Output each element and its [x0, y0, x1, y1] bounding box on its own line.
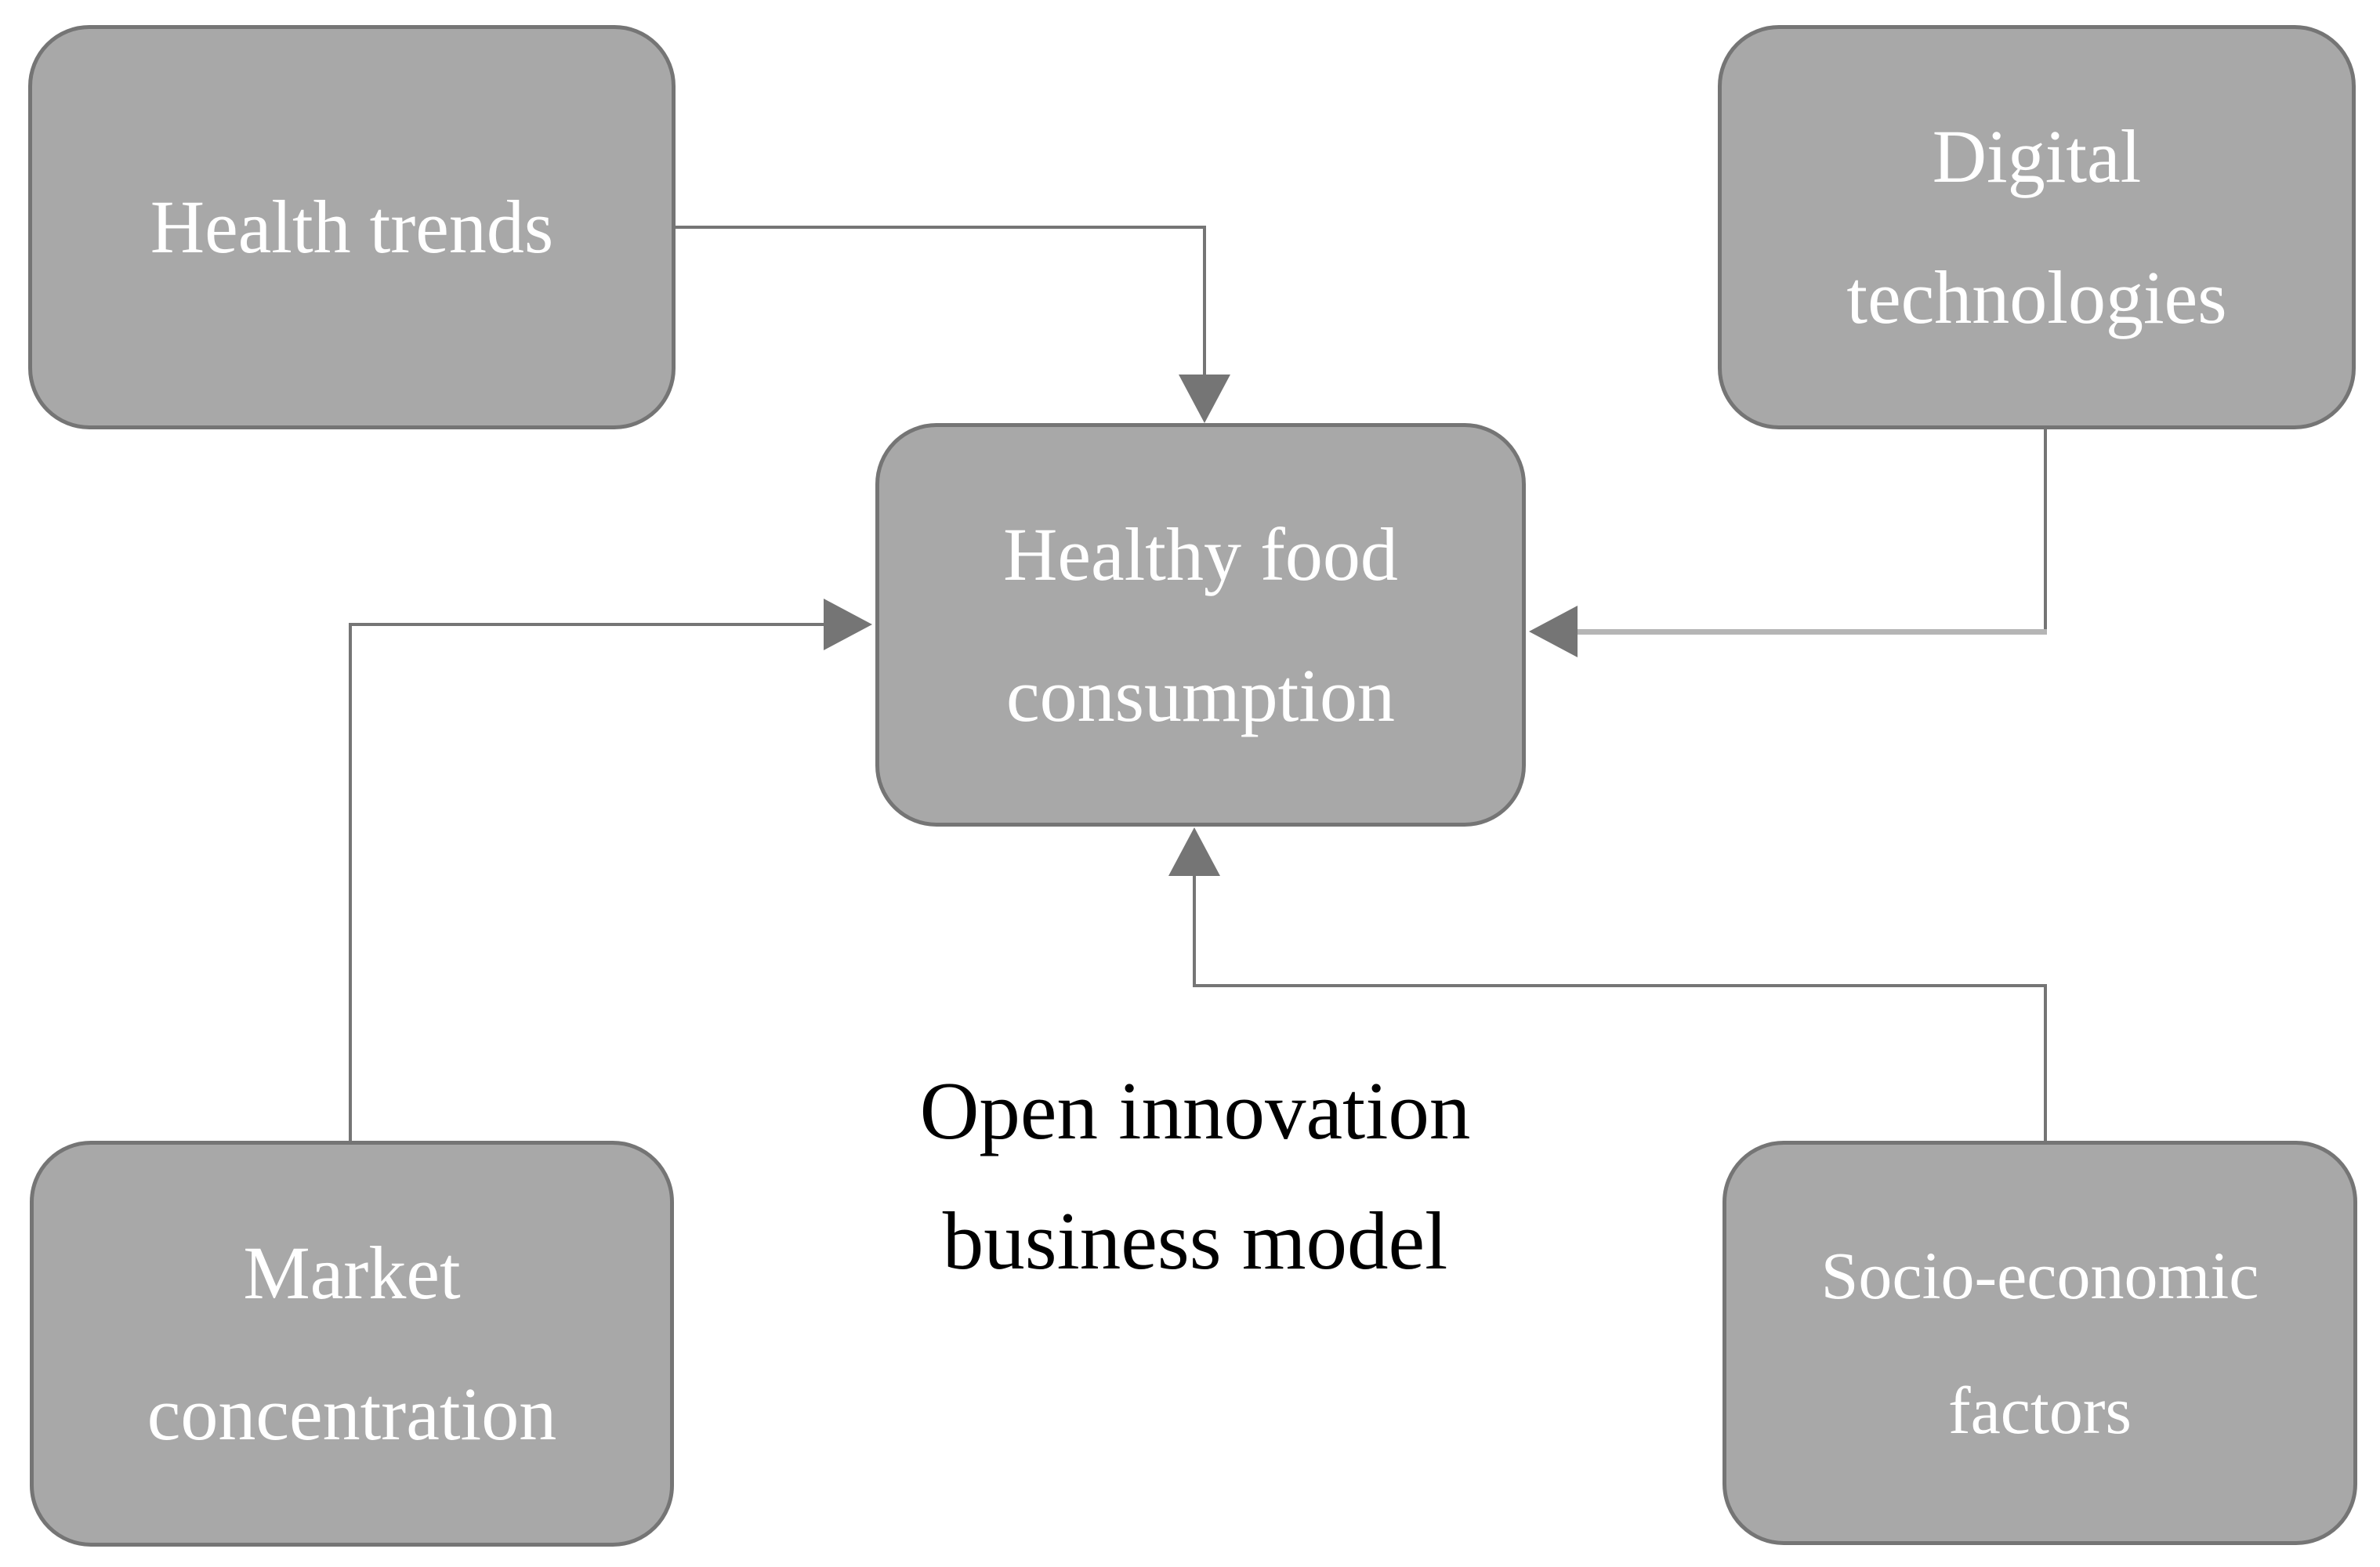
node-label: concentration	[147, 1372, 557, 1456]
connector-digital-to-center-horizontal	[1578, 629, 2047, 635]
connector-digital-to-center-vertical	[2044, 429, 2047, 633]
node-digital-technologies: Digital technologies	[1718, 25, 2356, 429]
connector-socio-to-center-vertical-upper	[1193, 873, 1196, 987]
arrowhead-left-icon	[1529, 606, 1578, 657]
arrowhead-down-icon	[1179, 375, 1230, 423]
caption-open-innovation-business-model: Open innovation business model	[803, 1046, 1587, 1306]
caption-line: Open innovation	[919, 1065, 1471, 1156]
connector-market-to-center-horizontal	[349, 623, 824, 626]
node-health-trends: Health trends	[28, 25, 676, 429]
node-label: consumption	[1006, 653, 1395, 737]
connector-market-to-center-vertical	[349, 623, 352, 1141]
node-label: Socio-economic	[1820, 1238, 2259, 1313]
arrowhead-right-icon	[824, 599, 872, 650]
node-label: Health trends	[150, 185, 554, 269]
caption-line: business model	[942, 1195, 1448, 1287]
node-healthy-food-consumption: Healthy food consumption	[875, 423, 1526, 827]
node-socio-economic-factors: Socio-economic factors	[1723, 1141, 2357, 1545]
node-label: Market	[243, 1231, 461, 1315]
connector-health-to-center-horizontal	[676, 226, 1206, 229]
node-label: factors	[1948, 1373, 2132, 1448]
node-market-concentration: Market concentration	[30, 1141, 674, 1547]
arrowhead-up-icon	[1168, 827, 1220, 876]
connector-socio-to-center-vertical-lower	[2044, 986, 2047, 1141]
connector-socio-to-center-horizontal	[1193, 984, 2047, 987]
connector-health-to-center-vertical	[1203, 226, 1206, 376]
node-label: technologies	[1846, 255, 2227, 339]
node-label: Digital	[1932, 114, 2142, 198]
node-label: Healthy food	[1003, 512, 1398, 596]
